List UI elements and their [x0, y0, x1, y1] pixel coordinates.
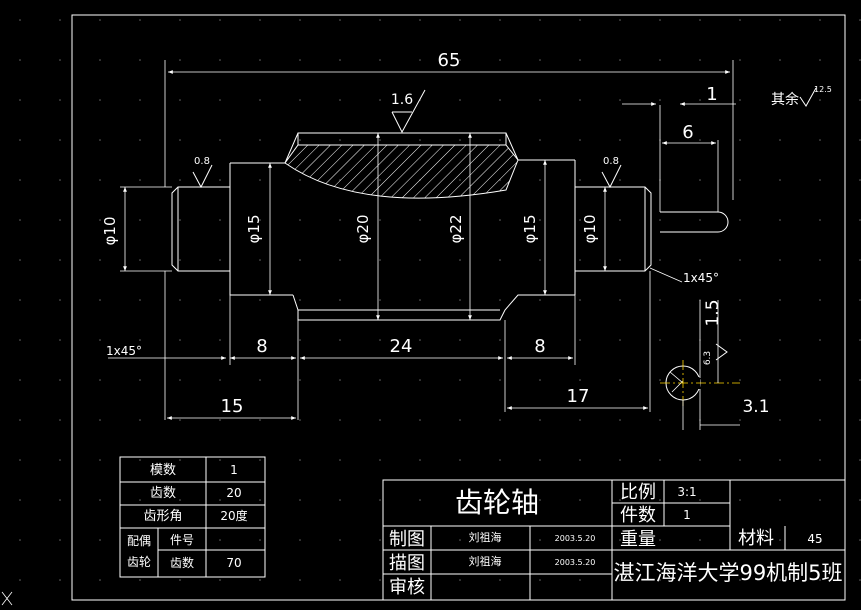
shaft-outline	[171, 132, 729, 321]
vertical-dims	[120, 132, 607, 320]
roughness-left: 0.8	[194, 156, 210, 167]
row-1-date: 2003.5.20	[555, 534, 596, 543]
dim-d15-right: φ15	[521, 215, 539, 244]
keyway-section: 1.5 3.1	[660, 299, 770, 430]
dim-len-8-right: 8	[534, 336, 545, 357]
ucs-icon	[1, 591, 13, 606]
row-2-date: 2003.5.20	[555, 558, 596, 567]
mate-label-a: 配偶	[127, 534, 151, 548]
dim-len-8-left: 8	[256, 336, 267, 357]
roughness-tooth: 1.6	[391, 92, 413, 108]
mate-teeth-value: 70	[226, 556, 241, 570]
gear-row-3-value: 20度	[220, 508, 247, 523]
dim-d15-left: φ15	[245, 215, 263, 244]
title-block: 齿轮轴 比例 3:1 件数 1 重量 材料 45 制图 刘祖海 2003.5.2…	[382, 479, 846, 601]
roughness-symbols: 1.6 0.8 0.8 6.3 其余 12.5	[192, 85, 832, 365]
dim-len-17: 17	[567, 386, 590, 407]
material-label: 材料	[738, 528, 774, 549]
horizontal-dims: 65 8 24 8 15 17 1x45° 1 6 1x45°	[106, 50, 736, 420]
mate-teeth-label: 齿数	[170, 555, 194, 570]
dim-d10-right: φ10	[581, 215, 599, 244]
material-value: 45	[807, 532, 822, 546]
organization: 湛江海洋大学99机制5班	[613, 561, 842, 585]
dim-d22: φ22	[447, 215, 465, 244]
dim-width-31: 3.1	[742, 397, 769, 417]
dim-overall: 65	[438, 50, 461, 71]
part-name: 齿轮轴	[455, 486, 539, 519]
row-1-name: 刘祖海	[469, 530, 502, 544]
dim-key-1: 1	[706, 84, 717, 105]
mate-part-label: 件号	[170, 533, 194, 547]
roughness-key: 6.3	[703, 351, 713, 365]
qty-label: 件数	[620, 505, 656, 526]
weight-label: 重量	[620, 529, 656, 550]
dim-chamfer-right: 1x45°	[683, 271, 719, 285]
gear-row-1-value: 1	[230, 463, 238, 477]
scale-value: 3:1	[677, 485, 696, 499]
roughness-rest-value: 12.5	[814, 85, 832, 94]
dim-d20: φ20	[354, 215, 372, 244]
dim-len-15: 15	[221, 396, 244, 417]
scale-label: 比例	[620, 482, 656, 503]
roughness-right: 0.8	[603, 156, 619, 167]
gear-row-1-label: 模数	[150, 463, 176, 478]
gear-row-3-label: 齿形角	[143, 509, 182, 524]
dim-depth-15: 1.5	[703, 299, 723, 326]
diameter-labels: φ10 φ15 φ20 φ22 φ15 φ10	[101, 215, 599, 246]
gear-row-2-label: 齿数	[150, 486, 176, 501]
gear-param-table: 模数 1 齿数 20 齿形角 20度 配偶 齿轮 件号 齿数 70	[119, 456, 266, 578]
roughness-rest-label: 其余	[771, 91, 799, 108]
row-2-name: 刘祖海	[469, 554, 502, 568]
qty-value: 1	[683, 508, 691, 522]
dim-key-6: 6	[682, 122, 693, 143]
mate-label-b: 齿轮	[127, 555, 151, 569]
row-1-role: 制图	[389, 529, 425, 550]
dim-len-24: 24	[390, 336, 413, 357]
row-3-role: 审核	[389, 577, 425, 598]
gear-row-2-value: 20	[226, 486, 241, 500]
tooth-section-hatch	[284, 144, 519, 199]
row-2-role: 描图	[389, 553, 425, 574]
dim-d10-left: φ10	[101, 217, 119, 246]
dim-chamfer-left: 1x45°	[106, 344, 142, 358]
